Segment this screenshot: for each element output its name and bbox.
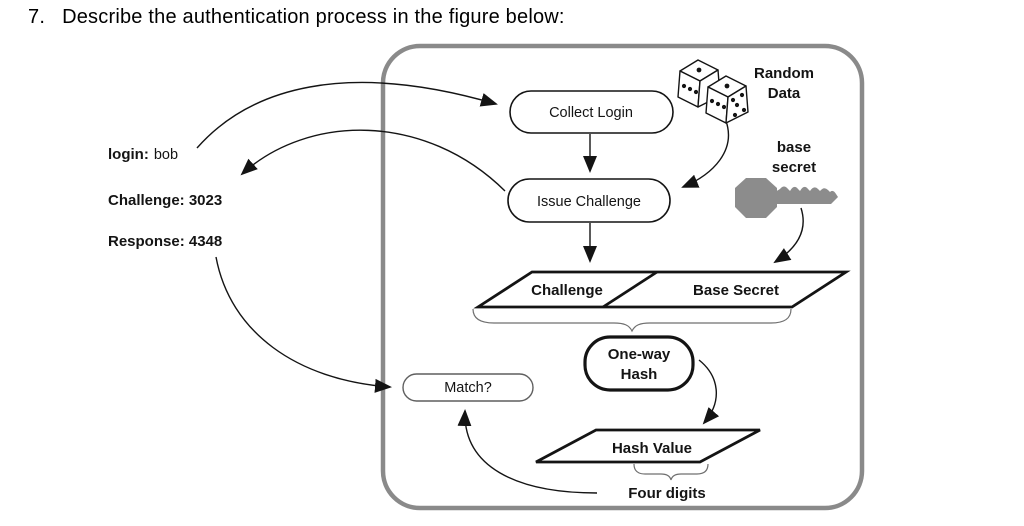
login-value: bob [154, 147, 178, 163]
key-icon [735, 178, 838, 218]
random-data-label-line1: Random [754, 65, 814, 82]
arrow-key-to-base-secret [773, 207, 804, 264]
arrow-hash-to-hash-value [698, 359, 720, 425]
four-digits-brace [633, 463, 709, 481]
question-text: Describe the authentication process in t… [62, 6, 565, 28]
arrows [196, 81, 804, 494]
one-way-hash-label-line1: One-way [608, 346, 671, 363]
base-secret-label-line1: base [777, 139, 811, 156]
collect-login-label: Collect Login [549, 105, 633, 121]
question-number: 7. [28, 6, 46, 28]
match-node [402, 373, 534, 402]
question-title: 7. Describe the authentication process in… [28, 6, 565, 29]
match-label: Match? [444, 380, 492, 396]
field-divider [602, 270, 658, 309]
issue-challenge-label: Issue Challenge [537, 194, 641, 210]
collect-login-node [509, 90, 674, 134]
hash-value-field [535, 428, 761, 464]
arrow-login-to-collect [196, 81, 498, 149]
login-key: login: [108, 146, 149, 163]
four-digits-label: Four digits [628, 485, 706, 502]
login-line: login: bob [108, 146, 178, 163]
base-secret-label-line2: secret [772, 159, 816, 176]
one-way-hash-label-line2: Hash [621, 366, 658, 383]
random-data-label-line2: Data [768, 85, 801, 102]
arrow-issue-to-challenge-text [240, 129, 506, 192]
response-line: Response: 4348 [108, 233, 222, 250]
arrow-response-to-match [215, 256, 392, 393]
one-way-hash-node [583, 335, 695, 392]
dice-icon [677, 59, 749, 124]
arrow-dice-to-issue [681, 120, 730, 188]
challenge-field-label: Challenge [531, 282, 603, 299]
client-values: login: bob Challenge: 3023 Response: 4348 [108, 146, 222, 250]
challenge-base-secret-field [473, 270, 851, 309]
base-secret-field-label: Base Secret [693, 282, 779, 299]
issue-challenge-node [507, 178, 671, 223]
hash-value-label: Hash Value [612, 440, 692, 457]
challenge-line: Challenge: 3023 [108, 192, 222, 209]
concat-brace [472, 308, 792, 333]
arrow-four-digits-to-match [457, 409, 598, 494]
